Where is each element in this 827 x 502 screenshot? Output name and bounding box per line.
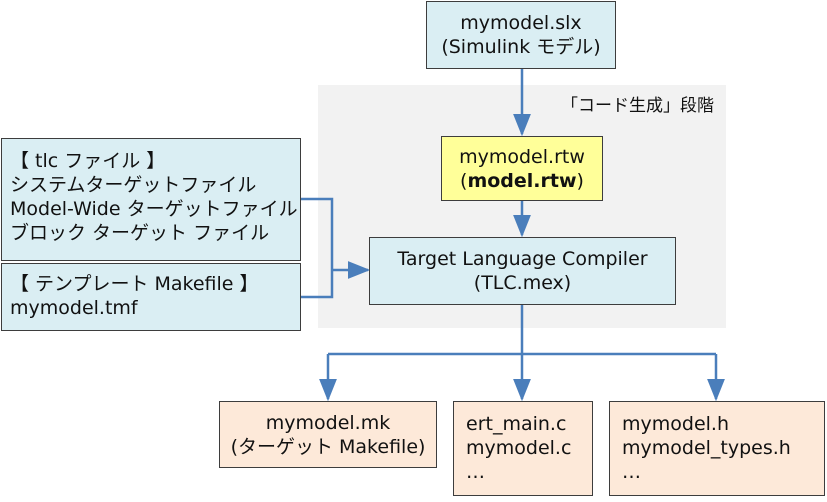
header-output-box: mymodel.h mymodel_types.h … [609,401,825,496]
template-makefile-name: mymodel.tmf [10,297,138,319]
output-line: … [466,461,485,483]
compiler-box: Target Language Compiler (TLC.mex) [369,237,676,305]
model-file-type: (Simulink モデル) [441,36,601,58]
output-line: mymodel.c [466,437,572,459]
output-line: … [622,461,641,483]
stage-label: 「コード生成」段階 [561,96,714,116]
tlc-files-header: 【 tlc ファイル 】 [10,150,166,172]
rtw-file-name: mymodel.rtw [459,145,585,168]
makefile-output-box: mymodel.mk (ターゲット Makefile) [219,401,437,468]
output-line: (ターゲット Makefile) [230,435,426,458]
source-output-box: ert_main.c mymodel.c … [453,401,593,496]
rtw-file-alias: (model.rtw) [460,169,584,192]
template-makefile-box: 【 テンプレート Makefile 】 mymodel.tmf [1,263,301,331]
template-makefile-header: 【 テンプレート Makefile 】 [10,273,259,295]
output-line: mymodel.mk [265,411,391,434]
tlc-files-box: 【 tlc ファイル 】 システムターゲットファイル Model-Wide ター… [1,138,301,261]
output-line: ert_main.c [466,413,567,435]
tlc-file-item: ブロック ターゲット ファイル [10,222,270,244]
compiler-module: (TLC.mex) [473,272,572,294]
tlc-file-item: システムターゲットファイル [10,174,257,196]
compiler-name: Target Language Compiler [397,248,648,270]
output-line: mymodel_types.h [622,437,791,459]
connector-tlc-files [301,197,334,270]
tlc-file-item: Model-Wide ターゲットファイル [10,198,298,220]
output-line: mymodel.h [622,413,729,435]
rtw-file-box: mymodel.rtw (model.rtw) [441,136,603,201]
model-file-box: mymodel.slx (Simulink モデル) [426,1,616,69]
model-file-name: mymodel.slx [460,12,582,34]
connector-template [301,270,334,299]
